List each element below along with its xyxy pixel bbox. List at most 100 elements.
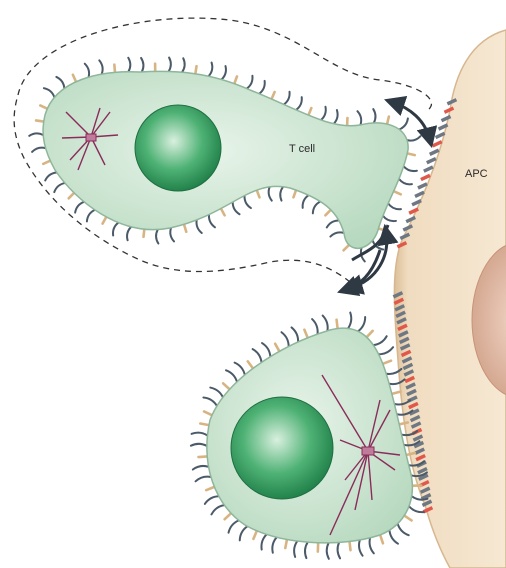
- microvillus: [229, 520, 239, 532]
- surface-receptor: [225, 513, 231, 519]
- microvillus: [312, 319, 318, 334]
- microvillus: [269, 187, 272, 201]
- microvillus: [45, 172, 56, 180]
- t-cell-lower: [191, 313, 428, 559]
- microvillus: [211, 505, 224, 514]
- surface-receptor: [103, 217, 107, 224]
- microvillus: [222, 66, 226, 79]
- microvillus: [210, 388, 223, 398]
- microvillus: [303, 195, 309, 208]
- microvillus: [203, 397, 217, 405]
- microvillus: [259, 81, 265, 94]
- surface-receptor: [234, 76, 237, 83]
- microvillus: [327, 220, 339, 227]
- t-cell-lower-nucleus: [231, 397, 333, 499]
- surface-receptor: [114, 65, 115, 73]
- microvillus: [330, 232, 344, 236]
- microvillus: [409, 506, 424, 512]
- microvillus: [253, 349, 262, 362]
- microvillus: [247, 76, 253, 89]
- microvillus: [235, 363, 245, 375]
- microvillus: [327, 543, 329, 559]
- t-cell-upper-nucleus: [135, 105, 221, 191]
- surface-receptor: [69, 193, 74, 198]
- surface-receptor: [221, 209, 225, 216]
- surface-receptor: [206, 487, 214, 490]
- microvillus: [370, 538, 374, 554]
- t-cell-upper: T cell: [29, 58, 420, 262]
- microvillus: [404, 166, 417, 171]
- surface-receptor: [404, 516, 411, 521]
- microvillus: [292, 327, 299, 342]
- microvillus: [75, 202, 84, 213]
- surface-receptor: [253, 531, 256, 539]
- microvillus: [191, 444, 207, 446]
- microvillus: [54, 183, 65, 192]
- surface-receptor: [285, 539, 287, 548]
- surface-receptor: [43, 161, 50, 164]
- microvillus: [359, 540, 363, 556]
- surface-receptor: [223, 383, 229, 389]
- microvillus: [193, 466, 209, 470]
- microvillus: [399, 118, 408, 129]
- microvillus: [240, 526, 248, 540]
- surface-receptor: [195, 66, 196, 74]
- microvillus: [196, 477, 211, 482]
- t-cell-label: T cell: [289, 143, 315, 155]
- microvillus: [281, 332, 288, 346]
- microvillus: [407, 136, 420, 140]
- microvillus: [399, 179, 412, 184]
- surface-receptor: [308, 108, 311, 115]
- microvillus: [209, 63, 213, 77]
- microvillus: [334, 110, 338, 124]
- microvillus: [280, 187, 283, 201]
- surface-receptor: [304, 330, 307, 338]
- microvillus: [169, 58, 171, 72]
- microvillus: [192, 433, 208, 436]
- microvillus: [272, 537, 276, 553]
- t-cell-upper-body: [43, 71, 408, 248]
- surface-receptor: [40, 105, 47, 108]
- microvillus: [170, 228, 174, 242]
- microvillus: [85, 64, 89, 77]
- microvillus: [348, 313, 351, 329]
- microvillus: [379, 347, 393, 354]
- surface-receptor: [380, 535, 383, 543]
- microvillus: [56, 77, 64, 88]
- apc-label: APC: [465, 168, 488, 180]
- microvillus: [373, 109, 375, 123]
- microvillus: [321, 107, 326, 120]
- microvillus: [87, 210, 95, 222]
- microvillus: [156, 230, 158, 244]
- microvillus: [296, 97, 302, 110]
- surface-receptor: [383, 361, 391, 364]
- surface-receptor: [143, 229, 144, 237]
- microvillus: [358, 317, 365, 331]
- microvillus: [32, 148, 45, 152]
- mtoc-centrosome-icon: [362, 447, 374, 455]
- microvillus: [196, 220, 201, 233]
- surface-receptor: [387, 117, 389, 124]
- microvillus: [128, 58, 130, 72]
- surface-receptor: [337, 320, 338, 329]
- surface-receptor: [257, 190, 260, 197]
- microvillus: [233, 202, 240, 214]
- surface-receptor: [204, 411, 212, 415]
- microvillus: [398, 524, 409, 536]
- surface-receptor: [272, 92, 275, 99]
- surface-receptor: [293, 190, 296, 197]
- surface-receptor: [73, 75, 76, 82]
- surface-receptor: [367, 331, 373, 337]
- microvillus: [294, 541, 297, 557]
- microvillus: [244, 196, 250, 208]
- microvillus: [141, 58, 143, 72]
- surface-receptor: [349, 541, 350, 550]
- microvillus: [261, 534, 266, 549]
- microvillus: [127, 227, 131, 241]
- microvillus: [313, 201, 320, 213]
- microvillus: [323, 316, 328, 331]
- surface-receptor: [248, 361, 253, 368]
- microvillus: [357, 111, 361, 125]
- microvillus: [205, 496, 219, 504]
